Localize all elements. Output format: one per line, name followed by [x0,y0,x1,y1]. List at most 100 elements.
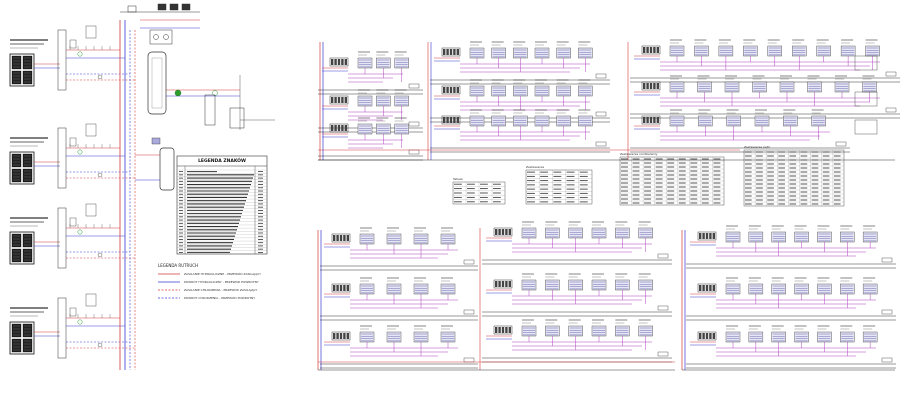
floor-heating-loop [359,233,375,245]
floor-heating-loop [638,325,653,337]
manifold-box [493,227,513,237]
manifold-port [341,125,344,131]
side-manifold-box [854,119,878,135]
floor-heating-loop [376,123,391,135]
module-tank [85,123,97,137]
manifold-port [331,97,334,103]
floor-heating-loop [386,283,402,295]
floor-heating-loop [359,331,375,343]
row-end-label-box [881,257,893,263]
fan-grille-icon [22,70,33,85]
data-table: Zestawienie pętli [743,145,845,207]
floor-heating-loop [556,85,571,97]
manifold-port [456,117,459,123]
manifold-port [456,87,459,93]
floor-heating-loop [726,115,741,127]
manifold-box [493,325,513,335]
legend-table: LEGENDA ZNAKÓW [176,155,268,255]
floor-heating-loop [513,85,528,97]
manifold-port [343,333,346,339]
side-manifold-box [854,55,878,71]
floor-heating-loop [748,231,764,243]
manifold-port [446,49,449,55]
manifold-port [508,281,511,287]
heat-pump-unit [9,25,135,91]
manifold-port [649,47,653,53]
manifold-box [697,331,717,341]
floor-heating-loop [794,331,809,343]
manifold-port [653,117,656,123]
manifold-box [331,331,351,341]
floor-heating-loop [357,95,373,107]
manifold-box [493,279,513,289]
floor-heating-loop [578,85,593,97]
floor-heating-loop [359,283,375,295]
side-manifold-box [854,91,878,107]
hydraulic-module [57,207,67,269]
manifold-port [453,117,456,123]
manifold-port [495,229,498,235]
module-meter-icon [97,342,103,348]
manifold-port [449,117,453,123]
manifold-port [649,83,653,89]
data-table: Zestawienie rozdzielaczy [619,152,725,206]
floor-heating-loop [545,227,560,239]
manifold-port [333,333,336,339]
manifold-port [344,97,347,103]
manifold-box [697,231,717,241]
manifold-port [336,333,339,339]
row-end-label-box [881,309,893,315]
floor-heating-loop [491,115,506,127]
manifold-port [712,233,715,239]
manifold-port [505,327,508,333]
heat-pump-units [9,25,135,359]
manifold-port [344,125,347,131]
manifold-port [446,87,449,93]
manifold-port [498,327,501,333]
manifold-port [346,285,349,291]
manifold-port [443,87,446,93]
row-end-label-box [595,141,607,147]
floor-heating-loop [386,331,402,343]
floor-heating-loop [794,231,809,243]
floor-heating-loop [725,283,741,295]
floor-heating-loop [807,81,822,93]
fan-grille-icon [22,233,33,248]
heat-pump-unit [9,123,135,189]
manifold-port [337,97,341,103]
fan-grille-icon [22,168,33,183]
manifold-box [329,123,349,133]
floor-heating-loop [521,325,537,337]
manifold-port [331,125,334,131]
manifold-port [649,117,653,123]
manifold-port [453,87,456,93]
manifold-port [498,281,501,287]
module-valve [69,307,77,317]
floor-heating-loop [697,81,712,93]
floor-heating-loop [771,331,786,343]
floor-heating-loop [779,81,795,93]
floor-heating-loop [669,115,685,127]
manifold-port [343,235,346,241]
line-legend-label: POWRÓT CHŁODZENIA - PRZEWÓD POWROTNY [184,295,255,300]
line-type-legend: LEGENDA RUTRUCH ZASILANIE HYDRAULICZNE -… [158,263,261,300]
floor-heating-loop [440,233,456,245]
floor-heating-loop [591,279,607,291]
data-table-title: Zestawienie pętli [744,145,770,149]
manifold-port [333,285,336,291]
buffer-tank-coil [151,57,163,109]
floor-heating-loop [754,115,770,127]
manifold-port [709,233,712,239]
heat-pump-schematic [9,3,275,370]
floor-heating-loop [394,95,409,107]
floor-heating-loop [771,231,786,243]
manifold-port [498,229,501,235]
manifold-port [656,47,659,53]
floor-heating-loop [545,325,560,337]
module-pump-icon [77,229,83,235]
floor-panel-bottom-right [681,225,896,371]
manifold-port [501,281,505,287]
manifold-port [646,47,649,53]
